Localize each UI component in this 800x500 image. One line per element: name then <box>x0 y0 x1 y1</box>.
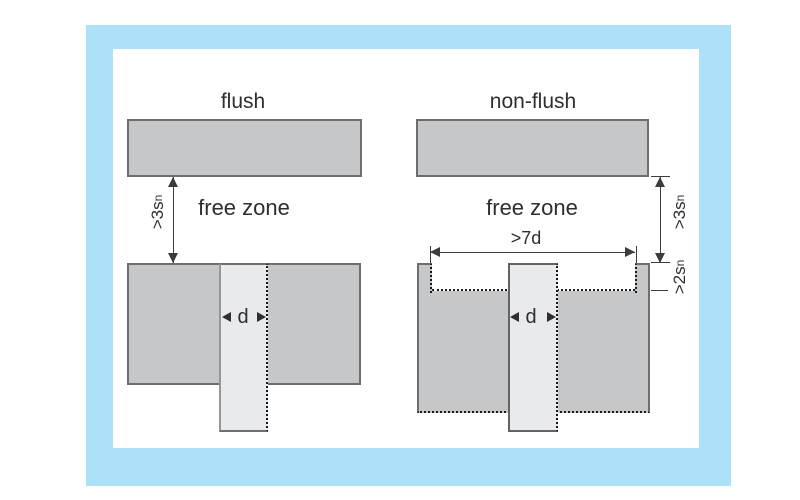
dim-line <box>173 177 174 263</box>
blue-frame <box>86 25 731 486</box>
extension-tick-top-right <box>651 176 670 177</box>
gap-dim-text: >3s <box>148 201 167 230</box>
sensor-body-right <box>508 263 558 432</box>
recess-extension-line-left <box>430 246 431 263</box>
target-plate-right <box>416 119 649 177</box>
recess-width-label: >7d <box>510 228 542 248</box>
diameter-label-left: d <box>237 306 249 328</box>
arrowhead-right-icon <box>625 247 635 257</box>
recess-width-dim-arrow <box>430 247 635 258</box>
diameter-arrow-right-icon <box>257 312 266 322</box>
dim-line <box>430 252 635 253</box>
target-plate-left <box>127 119 362 177</box>
non-flush-title: non-flush <box>489 90 577 113</box>
free-zone-label-right: free zone <box>486 195 578 220</box>
arrowhead-up-icon <box>655 177 665 187</box>
arrowhead-down-icon <box>168 253 178 263</box>
free-zone-label-left: free zone <box>198 195 290 220</box>
diameter-arrow-left-icon <box>510 312 519 322</box>
arrowhead-up-icon <box>168 177 178 187</box>
dim-line <box>660 177 661 263</box>
recess-dim-text: >2s <box>670 266 689 295</box>
recess-extension-line-right <box>636 246 637 263</box>
mounting-rim-right <box>635 263 650 293</box>
recess-depth-leader-line <box>651 290 668 291</box>
diameter-arrow-right-icon <box>547 312 556 322</box>
mounting-rim-left <box>417 263 432 293</box>
arrowhead-left-icon <box>430 247 440 257</box>
flush-title: flush <box>220 90 266 113</box>
arrowhead-down-icon <box>655 253 665 263</box>
diameter-label-right: d <box>525 306 537 328</box>
free-zone-dim-arrow-right <box>655 177 666 263</box>
gap-dim-text: >3s <box>670 201 689 230</box>
diameter-arrow-left-icon <box>222 312 231 322</box>
free-zone-dim-arrow-left <box>168 177 179 263</box>
sensor-body-left <box>219 263 268 432</box>
